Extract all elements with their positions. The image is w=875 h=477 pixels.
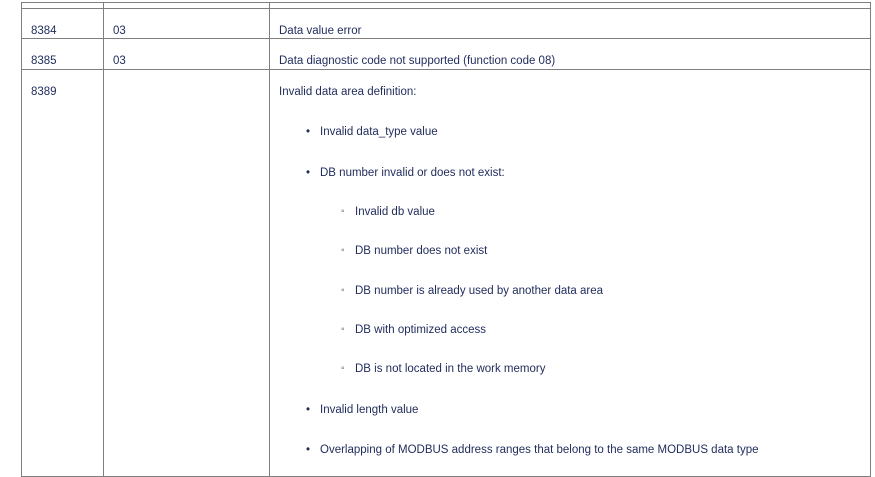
description-value: Data diagnostic code not supported (func… [279,55,556,68]
list-item-label: DB with optimized access [355,324,487,336]
cell-description: Data diagnostic code not supported (func… [269,38,871,70]
function-code-value: 03 [113,25,126,37]
table-row: 8389 Invalid data area definition: • Inv… [21,68,871,477]
bullet-circle-icon: ◦ [341,284,345,296]
list-item-label: Invalid length value [320,403,419,416]
list-item-label: DB is not located in the work memory [355,363,546,376]
list-item-label: DB number does not exist [355,245,488,258]
error-code-value: 8389 [31,85,57,98]
function-code-value [104,70,269,85]
list-item: • Invalid data_type value [279,125,870,139]
bullet-circle-icon: ◦ [341,324,345,335]
description-block: Invalid data area definition: • Invalid … [270,70,870,476]
function-code-value: 03 [113,55,126,68]
list-item-label: Invalid data_type value [320,126,438,139]
list-item-label: DB number is already used by another dat… [355,284,604,297]
description-value: Data value error [279,25,362,37]
list-item: ◦ DB number is already used by another d… [320,284,870,298]
table-row: 8385 03 Data diagnostic code not support… [21,38,871,70]
list-item: • Invalid length value [279,403,870,417]
list-item-label: Overlapping of MODBUS address ranges tha… [320,444,759,457]
bullet-disc-icon: • [306,403,311,416]
cell-error-code: 8384 [21,7,104,40]
document-page: 8384 03 Data value error 8385 03 Data [21,2,871,477]
list-item: ◦ DB is not located in the work memory [320,362,870,376]
list-item: • Overlapping of MODBUS address ranges t… [279,443,870,457]
bullet-circle-icon: ◦ [341,363,345,375]
list-item-label: DB number invalid or does not exist: [320,166,505,179]
description-bullet-list: • Invalid data_type value • DB number in… [279,125,870,457]
bullet-circle-icon: ◦ [341,205,345,217]
error-code-table: 8384 03 Data value error 8385 03 Data [21,2,871,477]
table-body: 8384 03 Data value error 8385 03 Data [21,2,871,477]
bullet-disc-icon: • [306,444,311,457]
list-item: • DB number invalid or does not exist: ◦… [279,166,870,377]
list-item: ◦ DB with optimized access [320,323,870,337]
list-item: ◦ Invalid db value [320,205,870,219]
cell-function-code: 03 [103,38,270,70]
cell-function-code: 03 [103,7,270,40]
cell-description: Invalid data area definition: • Invalid … [269,68,871,477]
cell-bottom-spacer [279,458,870,476]
cell-error-code: 8385 [21,38,104,70]
bullet-circle-icon: ◦ [341,245,345,257]
table-row: 8384 03 Data value error [21,7,871,40]
error-code-value: 8384 [31,25,57,37]
list-item: ◦ DB number does not exist [320,244,870,258]
bullet-disc-icon: • [306,126,311,139]
description-sub-bullet-list: ◦ Invalid db value ◦ DB number does not … [320,205,870,377]
error-code-value: 8385 [31,55,57,68]
bullet-disc-icon: • [306,166,311,179]
description-intro: Invalid data area definition: [279,85,417,98]
cell-description: Data value error [269,7,871,40]
list-item-label: Invalid db value [355,205,435,218]
cell-error-code: 8389 [21,68,104,477]
cell-function-code [103,68,270,477]
